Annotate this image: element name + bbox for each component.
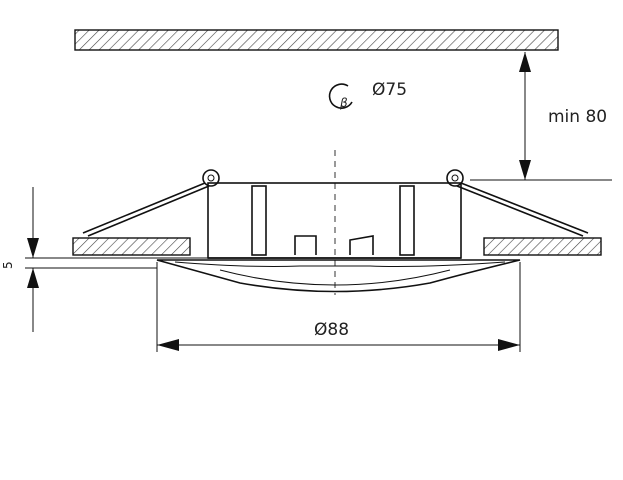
spring-right (446, 169, 589, 237)
outer-diameter-arrow-left (157, 339, 179, 351)
upper-ceiling-slab (74, 29, 559, 51)
ceiling-panel-right (483, 237, 602, 256)
svg-text:β: β (339, 96, 348, 110)
outer-diameter-arrow-right (498, 339, 520, 351)
min-depth-label: min 80 (548, 107, 607, 127)
trim-flange (156, 259, 521, 293)
outer-diameter-label: Ø88 (314, 320, 349, 340)
hole-saw-cutout-icon: β (328, 83, 353, 110)
fixture-housing (207, 182, 462, 259)
cutout-diameter-label: Ø75 (372, 80, 407, 100)
thickness-label: 5 (1, 261, 15, 269)
ceiling-panel-left (72, 237, 191, 256)
min-depth-arrow-top (519, 52, 531, 72)
thickness-arrow-top (27, 238, 39, 258)
min-depth-arrow-bottom (519, 160, 531, 180)
thickness-arrow-bottom (27, 268, 39, 288)
spring-left (82, 169, 220, 237)
